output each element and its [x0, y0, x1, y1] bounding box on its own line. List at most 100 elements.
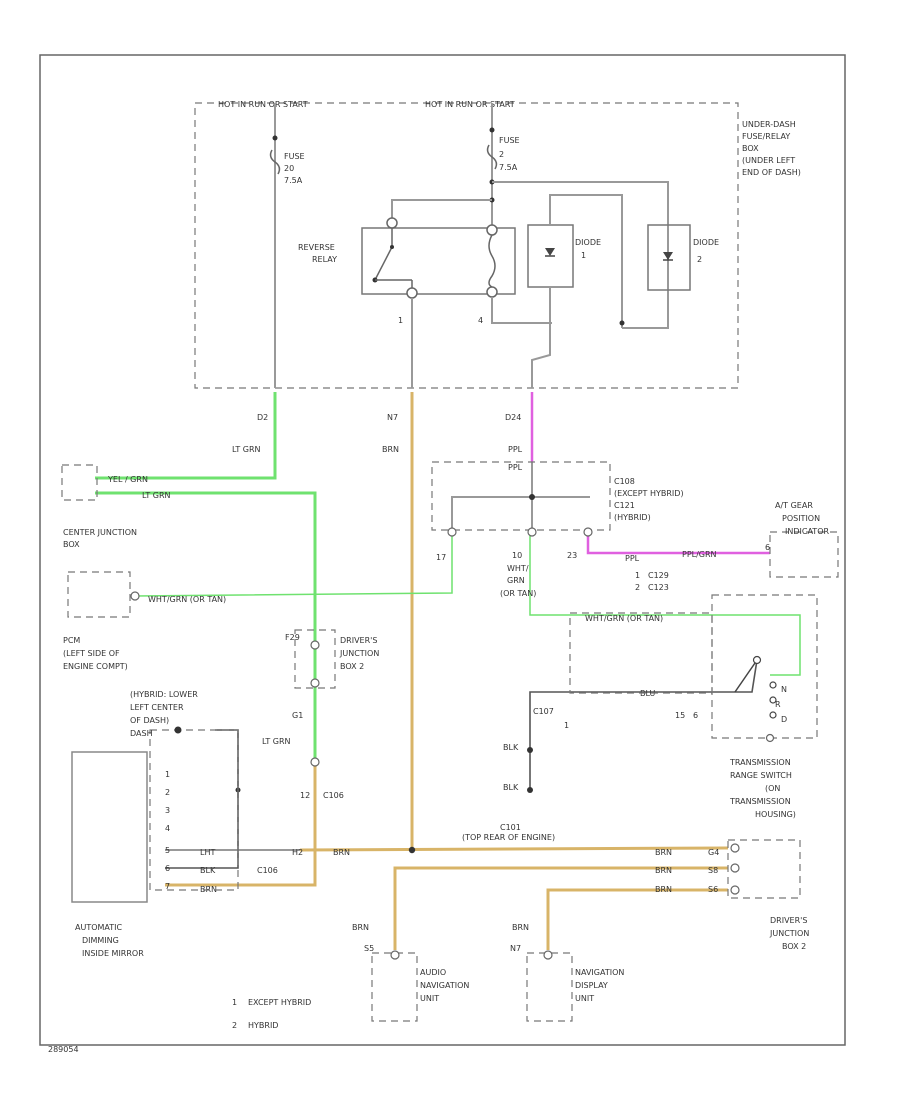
- pcm-label: PCM: [63, 636, 80, 645]
- trans-switch-label: TRANSMISSION: [729, 758, 791, 767]
- pin-4: 4: [478, 316, 483, 325]
- fuse-left-label: 20: [284, 164, 294, 173]
- pin-15: 15: [675, 711, 685, 720]
- fuse-box-name-line: FUSE/RELAY: [742, 132, 790, 141]
- fuse-left-label: FUSE: [284, 152, 305, 161]
- c101-label: C101: [500, 823, 521, 832]
- center-junction-box: CENTER JUNCTION BOX: [61, 464, 137, 549]
- wire-blu-trans: [529, 659, 758, 740]
- pin-12: 12: [300, 791, 310, 800]
- diagram-frame: [39, 54, 846, 1046]
- legend-text: EXCEPT HYBRID: [248, 998, 311, 1007]
- mirror-location-label: (HYBRID: LOWER: [130, 690, 198, 699]
- legend-num: 2: [635, 583, 640, 592]
- drivers-junction-b-label: JUNCTION: [769, 929, 809, 938]
- wire-label: BLK: [200, 866, 216, 875]
- legend-text: HYBRID: [248, 1021, 278, 1030]
- mirror-pin: 3: [165, 806, 170, 815]
- switch-position: R: [775, 700, 781, 709]
- c101-label: (TOP REAR OF ENGINE): [462, 833, 555, 842]
- drivers-junction-label: JUNCTION: [339, 649, 379, 658]
- legend-num: 1: [564, 721, 569, 730]
- mirror-label: AUTOMATIC: [75, 923, 123, 932]
- legend: 1 EXCEPT HYBRID 2 HYBRID: [232, 998, 311, 1030]
- at-gear-label: POSITION: [782, 514, 820, 523]
- mirror-location-label: LEFT CENTER: [130, 703, 184, 712]
- at-gear-indicator: A/T GEAR POSITION INDICATOR 6: [765, 501, 839, 578]
- mirror-pin: 2: [165, 788, 170, 797]
- navigation-display-unit: N7 NAVIGATION DISPLAY UNIT: [510, 944, 624, 1022]
- wire-label: BRN: [655, 866, 672, 875]
- wire-label: BRN: [655, 848, 672, 857]
- center-junction-label: CENTER JUNCTION: [63, 528, 137, 537]
- audio-label: UNIT: [420, 994, 439, 1003]
- drivers-junction-box-2b: G4 S8 S6 DRIVER'S JUNCTION BOX 2: [708, 839, 809, 951]
- wire-label: BLK: [503, 783, 519, 792]
- wire-label: GRN: [507, 576, 525, 585]
- legend-num: 1: [232, 998, 237, 1007]
- pcm-box: PCM (LEFT SIDE OF ENGINE COMPT): [63, 571, 140, 671]
- pin-6b: 6: [693, 711, 698, 720]
- fuse-box-name-line: (UNDER LEFT: [742, 156, 795, 165]
- fuse-box-left-header: HOT IN RUN OR START: [218, 100, 308, 109]
- wire-brn-nav: [546, 888, 728, 950]
- pin-f29: F29: [285, 633, 300, 642]
- c108-label: C108: [614, 477, 635, 486]
- wire-label: PPL: [625, 554, 640, 563]
- pin-h2: H2: [292, 848, 303, 857]
- wire-label: BRN: [352, 923, 369, 932]
- drivers-junction-label: DRIVER'S: [340, 636, 377, 645]
- wire-wht-grn-pcm: [134, 530, 453, 597]
- wire-ppl-gear: [586, 535, 770, 555]
- c106-label: C106: [257, 866, 278, 875]
- wire-lt-grn-junction: [95, 491, 317, 760]
- mirror-label: INSIDE MIRROR: [82, 949, 144, 958]
- drivers-junction-b-label: BOX 2: [782, 942, 806, 951]
- diode-1-label: 1: [581, 251, 586, 260]
- audio-label: AUDIO: [420, 968, 446, 977]
- reverse-relay: [361, 227, 516, 295]
- wire-label: BRN: [382, 445, 399, 454]
- pin-1: 1: [398, 316, 403, 325]
- wire-label: WHT/GRN (OR TAN): [148, 595, 226, 604]
- mirror-location-label: OF DASH): [130, 716, 169, 725]
- pin-n7: N7: [387, 413, 398, 422]
- wire-label: LT GRN: [262, 737, 291, 746]
- wire-wht-grn-trans: [529, 535, 801, 676]
- mirror-pin: 7: [165, 882, 170, 891]
- pin-g4: G4: [708, 848, 719, 857]
- fuse-box-right-header: HOT IN RUN OR START: [425, 100, 515, 109]
- c129-label: C123: [648, 583, 669, 592]
- legend-num: 2: [232, 1021, 237, 1030]
- c106-label: C106: [323, 791, 344, 800]
- pin-s6: S6: [708, 885, 718, 894]
- center-junction-label: BOX: [63, 540, 80, 549]
- fuse-right-label: FUSE: [499, 136, 520, 145]
- inside-mirror: (HYBRID: LOWER LEFT CENTER OF DASH) DASH…: [71, 690, 239, 958]
- transmission-range-switch: N R D TRANSMISSION RANGE SWITCH (ON TRAN…: [711, 594, 818, 819]
- reverse-relay-label: REVERSE: [298, 243, 335, 252]
- pin-23: 23: [567, 551, 577, 560]
- wire-label: LHT: [200, 848, 215, 857]
- wire-label: BLU: [640, 689, 656, 698]
- fuse-box-name-line: END OF DASH): [742, 168, 801, 177]
- wire-label: PPL: [508, 463, 523, 472]
- at-gear-label: A/T GEAR: [775, 501, 813, 510]
- at-gear-label: INDICATOR: [785, 527, 829, 536]
- wire-label: BRN: [333, 848, 350, 857]
- connector-c107: [569, 612, 713, 694]
- drivers-junction-box-2: F29 DRIVER'S JUNCTION BOX 2 G1: [285, 629, 379, 720]
- diode-2-label: DIODE: [693, 238, 719, 247]
- wire-brn-bus: [299, 846, 729, 852]
- mirror-label: DIMMING: [82, 936, 119, 945]
- pin-s5: S5: [364, 944, 374, 953]
- diode-2-label: 2: [697, 255, 702, 264]
- legend-num: 1: [635, 571, 640, 580]
- connector-c108: C108 (EXCEPT HYBRID) C121 (HYBRID) 17 10…: [431, 461, 684, 562]
- fuse-relay-box: HOT IN RUN OR START HOT IN RUN OR START …: [194, 100, 801, 422]
- c129-label: C129: [648, 571, 669, 580]
- reverse-relay-label: RELAY: [312, 255, 337, 264]
- pin-d2: D2: [257, 413, 268, 422]
- c108-label: C121: [614, 501, 635, 510]
